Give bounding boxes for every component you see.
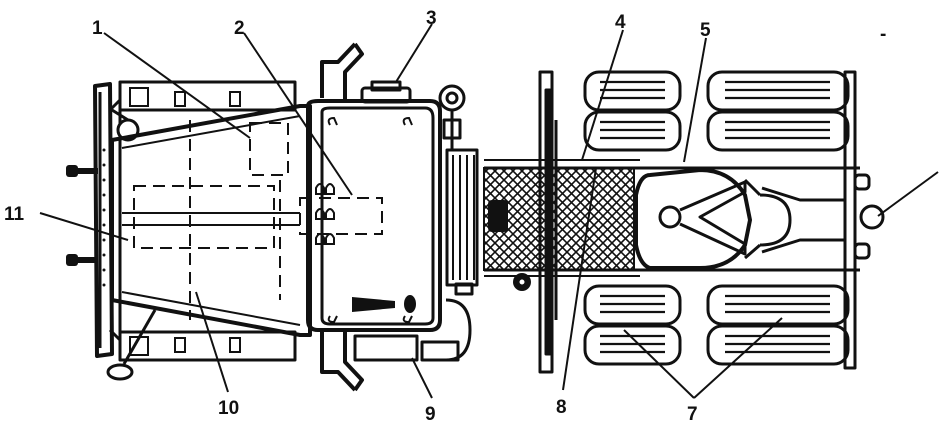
cab	[299, 99, 442, 332]
tires-bottom-rear	[706, 284, 850, 366]
callout-1: 1	[92, 18, 103, 39]
callout-8: 8	[556, 397, 567, 418]
tires-bottom-front	[583, 284, 682, 366]
chassis-sides	[538, 70, 558, 374]
callout-4: 4	[615, 12, 626, 33]
fifth-wheel	[634, 168, 792, 270]
air-cleaner	[438, 84, 466, 150]
callout-labels: 1 2 3 4 5 7 8 9 10 11 -	[4, 8, 886, 425]
rear-frame	[761, 70, 885, 370]
radiator	[445, 148, 479, 296]
top-tank	[360, 80, 412, 104]
callout-9: 9	[425, 404, 436, 425]
callout-2: 2	[234, 18, 245, 39]
cab-brackets	[320, 42, 364, 392]
corner-mark: -	[880, 24, 886, 45]
hood	[110, 104, 312, 337]
leader-lines	[39, 23, 939, 399]
tires-top-front	[583, 70, 682, 152]
callout-3: 3	[426, 8, 437, 29]
callout-7: 7	[687, 404, 698, 425]
front-fenders	[106, 80, 297, 381]
callout-10: 10	[218, 398, 239, 419]
tires-top-rear	[706, 70, 850, 152]
bottom-tank	[353, 298, 472, 362]
callout-11: 11	[4, 204, 25, 225]
front-bumper	[66, 82, 122, 358]
bumper-rivets	[102, 148, 106, 287]
callout-5: 5	[700, 20, 711, 41]
